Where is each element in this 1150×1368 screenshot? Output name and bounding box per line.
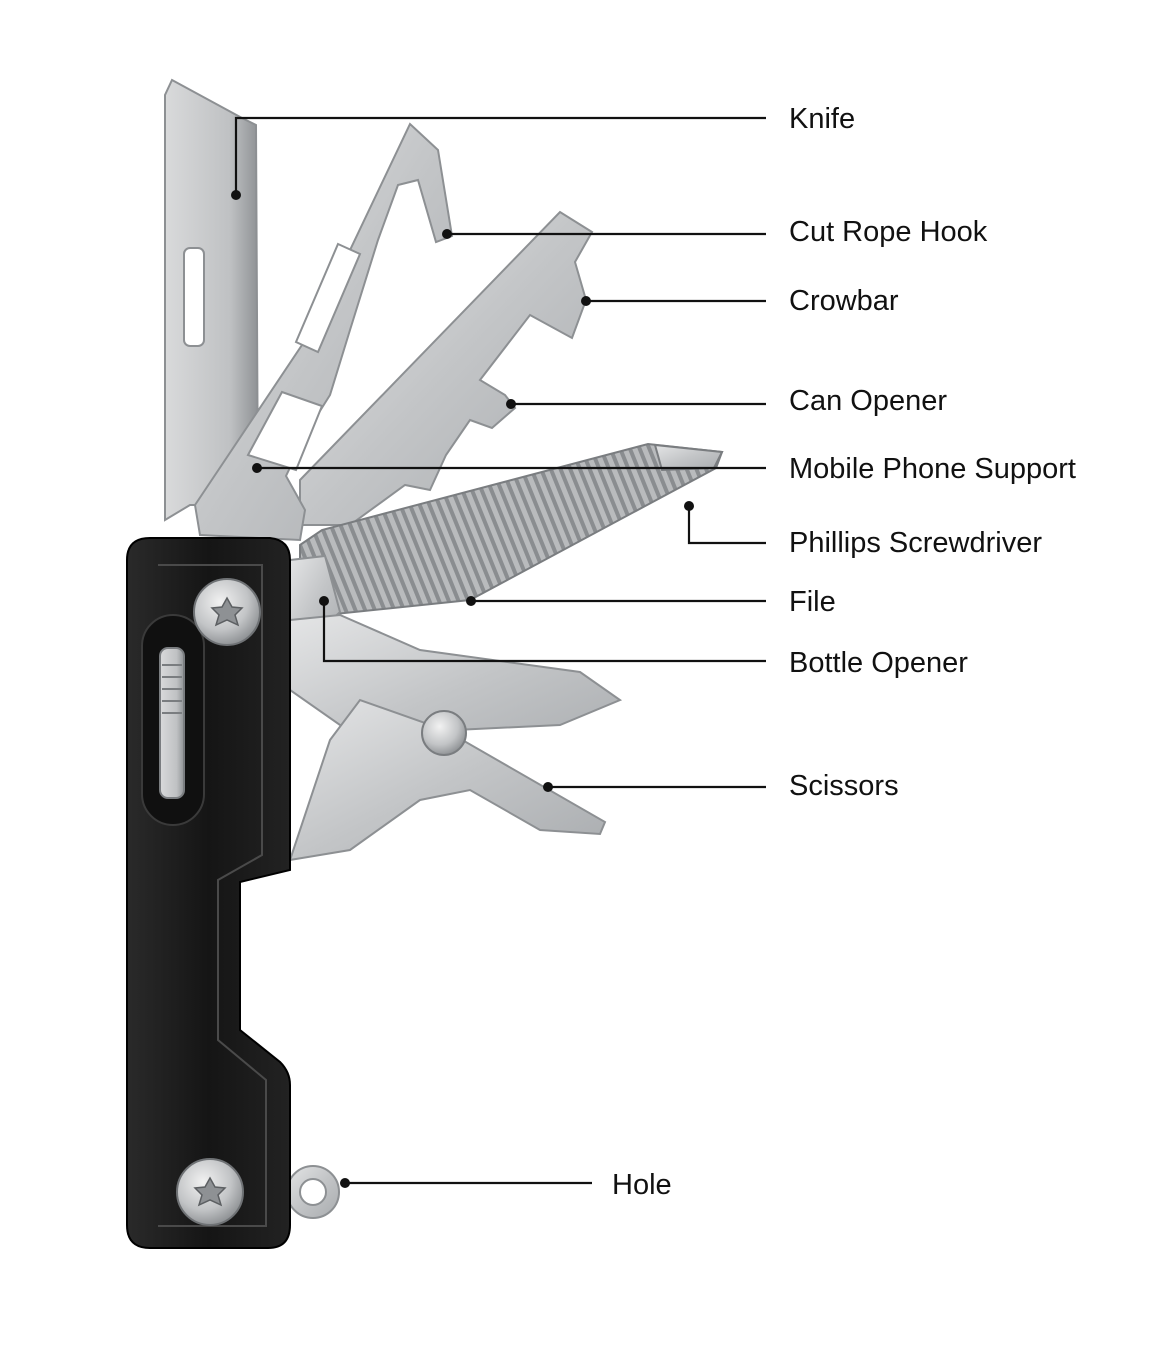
label-knife: Knife bbox=[789, 103, 855, 135]
callout-file: File bbox=[466, 586, 836, 618]
label-can-opener: Can Opener bbox=[789, 385, 947, 417]
top-screw bbox=[193, 578, 261, 646]
callout-crowbar: Crowbar bbox=[581, 285, 899, 317]
callout-bottle-opener: Bottle Opener bbox=[319, 596, 968, 679]
label-file: File bbox=[789, 586, 836, 618]
knife-slot bbox=[183, 247, 205, 347]
label-phillips-screwdriver: Phillips Screwdriver bbox=[789, 527, 1042, 559]
handle-groove bbox=[158, 564, 267, 1227]
rope-hook-slot bbox=[294, 242, 362, 354]
multitool-illustration bbox=[126, 78, 724, 1249]
scissors-pivot bbox=[421, 710, 467, 756]
label-mobile-phone-support: Mobile Phone Support bbox=[789, 453, 1076, 485]
screwdriver-tip bbox=[653, 443, 724, 472]
label-scissors: Scissors bbox=[789, 770, 899, 802]
key-ring-hole bbox=[299, 1178, 327, 1206]
label-bottle-opener: Bottle Opener bbox=[789, 647, 968, 679]
label-cut-rope-hook: Cut Rope Hook bbox=[789, 216, 988, 248]
callout-scissors: Scissors bbox=[543, 770, 899, 802]
callout-knife: Knife bbox=[231, 103, 855, 200]
scissors-lower-blade bbox=[288, 698, 607, 862]
callout-phillips-screwdriver: Phillips Screwdriver bbox=[684, 501, 1042, 559]
callout-mobile-phone-support: Mobile Phone Support bbox=[252, 453, 1076, 485]
phone-support-notch bbox=[246, 390, 324, 472]
label-hole: Hole bbox=[612, 1169, 672, 1201]
label-crowbar: Crowbar bbox=[789, 285, 899, 317]
callout-can-opener: Can Opener bbox=[506, 385, 947, 417]
callout-hole: Hole bbox=[340, 1169, 672, 1201]
slider-button[interactable] bbox=[159, 647, 185, 799]
bottom-screw bbox=[176, 1158, 244, 1226]
callout-cut-rope-hook: Cut Rope Hook bbox=[442, 216, 988, 248]
